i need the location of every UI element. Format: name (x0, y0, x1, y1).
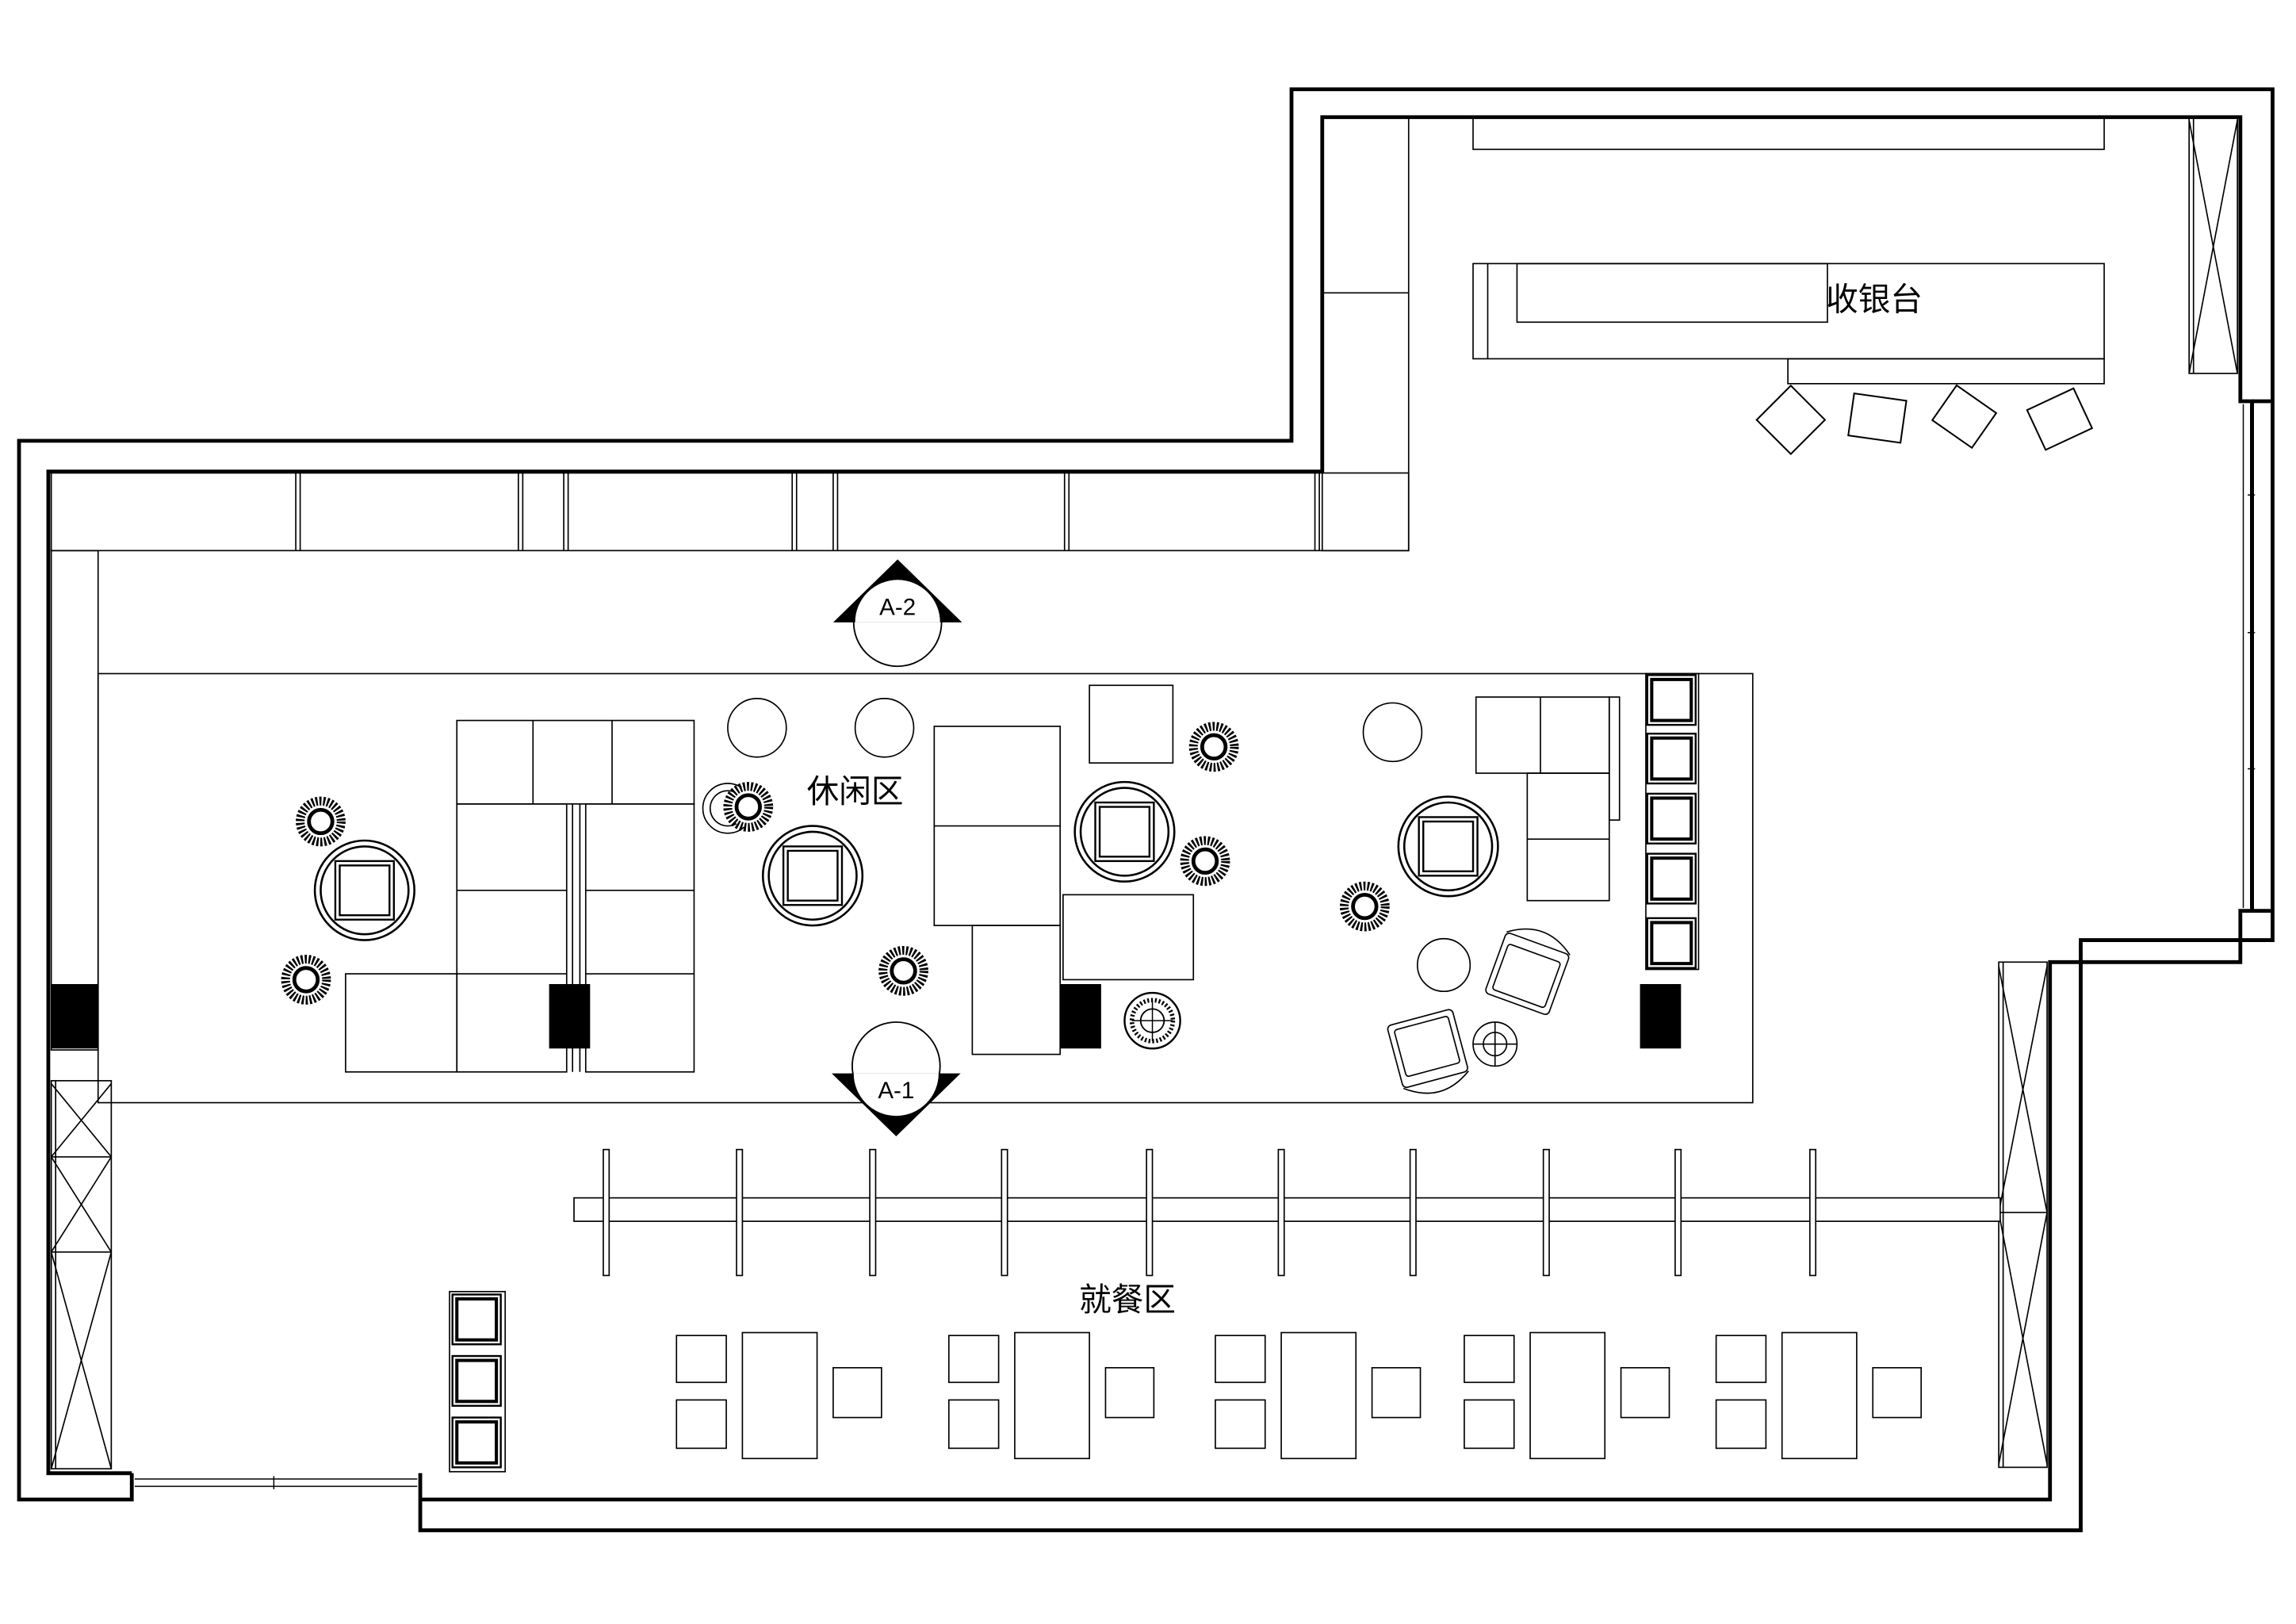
round-tables (313, 780, 1499, 941)
section-marker-label-bottom: A-1 (878, 1078, 914, 1104)
zone-label-dining: 就餐区 (1079, 1281, 1176, 1319)
armchairs (1387, 928, 1571, 1094)
section-marker-bottom: A-1 (832, 1021, 961, 1137)
section-marker-label-top: A-2 (879, 595, 916, 621)
zone-label-cashier: 收银台 (1826, 281, 1923, 319)
wall-outer (17, 87, 2275, 1533)
exterior-walls (17, 87, 2275, 1533)
dining-bar (573, 1148, 2001, 1277)
glazing (134, 404, 2256, 1490)
dining-sets (675, 1331, 1923, 1460)
wall-inner (46, 115, 2254, 1502)
shelf-units (449, 672, 1700, 1473)
panels (50, 116, 2238, 1470)
cashier-stools (1755, 384, 2094, 455)
feature-round (1123, 991, 1181, 1050)
columns (51, 983, 1682, 1049)
section-marker-top: A-2 (832, 559, 962, 668)
zone-label-lounge: 休闲区 (807, 772, 904, 810)
